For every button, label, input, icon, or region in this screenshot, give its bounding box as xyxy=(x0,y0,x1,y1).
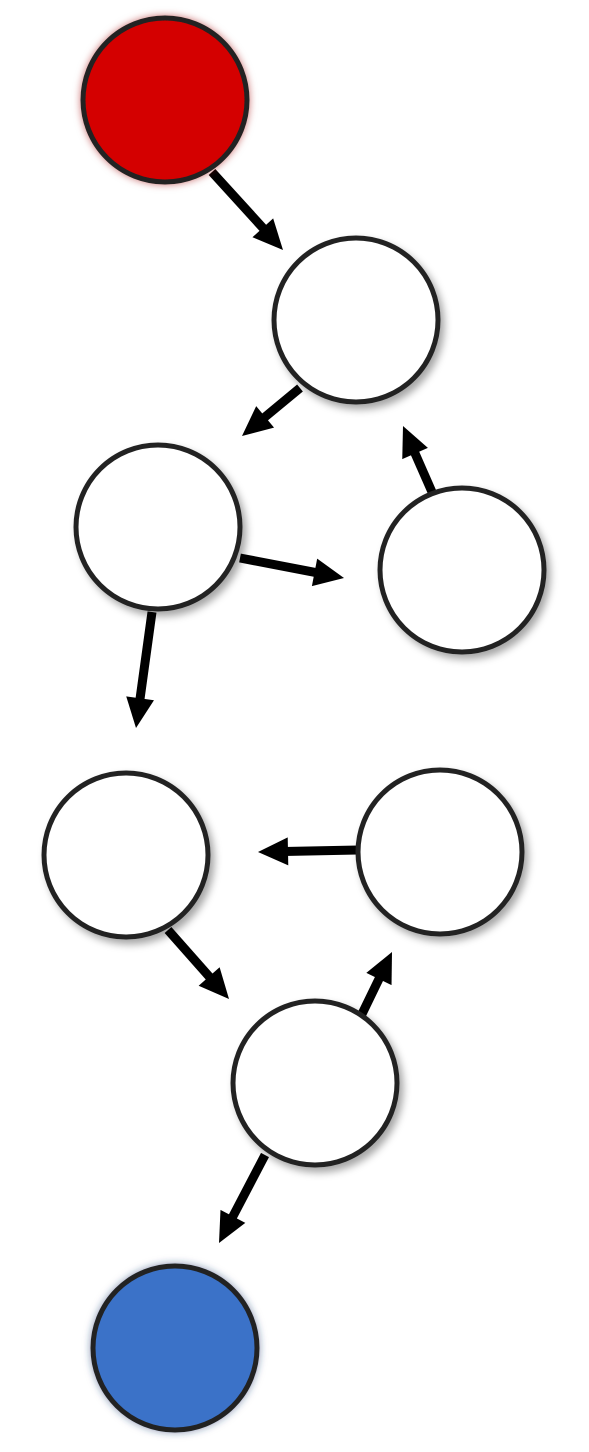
edge-line xyxy=(135,611,157,703)
edge-n1-to-n2 xyxy=(242,384,303,436)
arrowhead-icon xyxy=(258,837,289,866)
edge-start-to-n1 xyxy=(208,168,283,250)
node-n1 xyxy=(271,235,441,405)
arrowhead-icon xyxy=(402,426,428,460)
edge-line xyxy=(259,384,303,423)
node-n2 xyxy=(73,442,243,612)
edge-line xyxy=(227,1152,269,1223)
edge-n6-to-n5 xyxy=(357,952,392,1016)
edge-line xyxy=(357,973,385,1016)
edge-line xyxy=(164,927,216,983)
edge-line xyxy=(208,168,269,234)
edge-line xyxy=(239,553,320,578)
arrowhead-icon xyxy=(242,406,275,436)
edge-n3-to-n1 xyxy=(402,426,437,494)
edge-line xyxy=(283,845,359,856)
node-n4 xyxy=(41,770,211,940)
nodes-layer xyxy=(41,15,547,1433)
node-start xyxy=(80,15,250,185)
edges-layer xyxy=(126,168,437,1243)
arrowhead-icon xyxy=(219,1209,246,1243)
arrowhead-icon xyxy=(311,558,344,587)
edge-n6-to-end xyxy=(219,1152,269,1243)
edge-n2-to-n3 xyxy=(239,553,344,587)
arrowhead-icon xyxy=(126,696,154,728)
node-n3 xyxy=(377,485,547,655)
edge-n4-to-n6 xyxy=(164,927,229,999)
arrowhead-icon xyxy=(198,967,229,999)
edge-line xyxy=(409,447,437,494)
node-end xyxy=(90,1263,260,1433)
arrowhead-icon xyxy=(252,218,283,250)
node-n6 xyxy=(230,998,400,1168)
edge-n2-to-n4 xyxy=(126,611,157,728)
node-n5 xyxy=(355,767,525,937)
edge-n5-to-n4 xyxy=(258,837,359,866)
arrowhead-icon xyxy=(366,952,392,986)
